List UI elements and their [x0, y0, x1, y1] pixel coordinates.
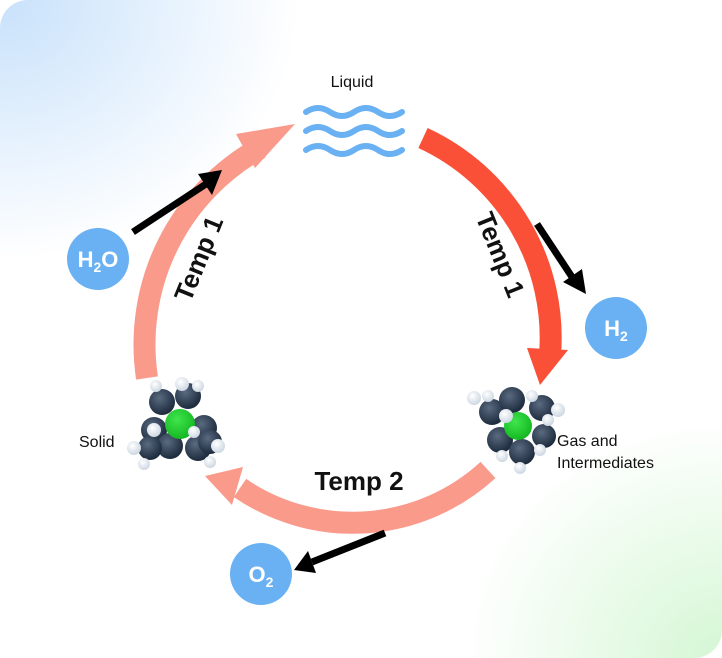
arrow-h2-out	[534, 222, 586, 294]
h2-molecule-circle: H2	[585, 297, 647, 359]
svg-text:H2: H2	[604, 316, 628, 344]
molecule-cluster-icon	[467, 387, 565, 474]
arrow-o2-out	[294, 529, 387, 573]
state-label-gas-line2: Intermediates	[557, 455, 654, 472]
arrowhead-to-gas	[527, 348, 568, 385]
svg-text:H2O: H2O	[78, 247, 119, 275]
arrow-h2o-in	[131, 170, 222, 235]
h2o-molecule-circle: H2O	[67, 228, 129, 290]
svg-text:O2: O2	[249, 562, 274, 590]
water-waves-icon	[303, 105, 405, 157]
arc-solid-to-liquid	[133, 138, 266, 380]
arc-gas-to-solid	[233, 461, 496, 534]
temp-label-bottom: Temp 2	[314, 466, 403, 496]
arc-liquid-to-gas	[418, 128, 562, 356]
o2-molecule-circle: O2	[230, 543, 292, 605]
state-label-liquid: Liquid	[331, 74, 374, 91]
arrowhead-to-liquid	[236, 124, 295, 168]
molecule-cluster-icon	[127, 377, 225, 470]
state-label-solid: Solid	[79, 434, 115, 451]
arrowhead-to-solid	[205, 467, 243, 505]
state-label-gas-line1: Gas and	[557, 433, 617, 450]
